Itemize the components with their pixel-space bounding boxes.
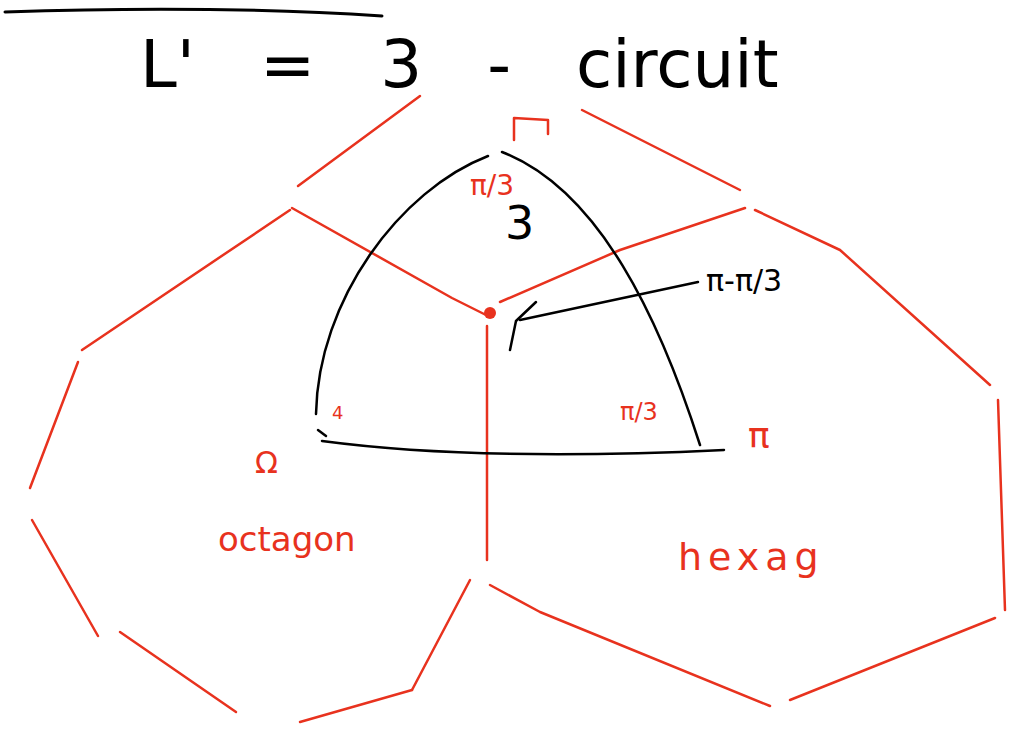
top-rule (5, 9, 382, 16)
edge (298, 96, 420, 186)
octagon-edge (82, 210, 290, 350)
angle-note: π-π/3 (706, 266, 782, 296)
vertex-order: 3 (505, 200, 534, 246)
triangle-side (322, 441, 724, 454)
hexagon-edge (790, 618, 995, 700)
triangle-side (502, 152, 700, 445)
arrow-head (510, 302, 536, 350)
face-symbol: Ω (255, 448, 278, 478)
tiling-sketch (30, 96, 1005, 722)
edge (514, 118, 548, 140)
hexagon-edge (998, 400, 1005, 610)
octagon-edge (412, 580, 470, 690)
face-name: hexag (678, 538, 825, 576)
edge (582, 110, 740, 190)
angle-label: π/3 (470, 172, 514, 200)
triangle-side (316, 156, 488, 414)
angle-label: 4 (332, 404, 343, 422)
octagon-edge (32, 520, 98, 636)
octagon-edge (120, 632, 236, 712)
octagon-edge (300, 690, 412, 722)
spherical-triangle (316, 152, 724, 454)
angle-label: π/3 (620, 400, 658, 424)
leader-line (520, 282, 698, 320)
shared-edge (486, 326, 489, 560)
edge (292, 208, 488, 316)
tick (318, 430, 326, 436)
hexagon-edge (755, 210, 990, 385)
face-symbol: π (748, 418, 770, 454)
vertex-dot (484, 307, 496, 319)
face-name: octagon (218, 522, 356, 556)
octagon-edge (30, 362, 78, 488)
hexagon-edge (490, 585, 770, 706)
heading: L' = 3 - circuit (140, 32, 779, 98)
